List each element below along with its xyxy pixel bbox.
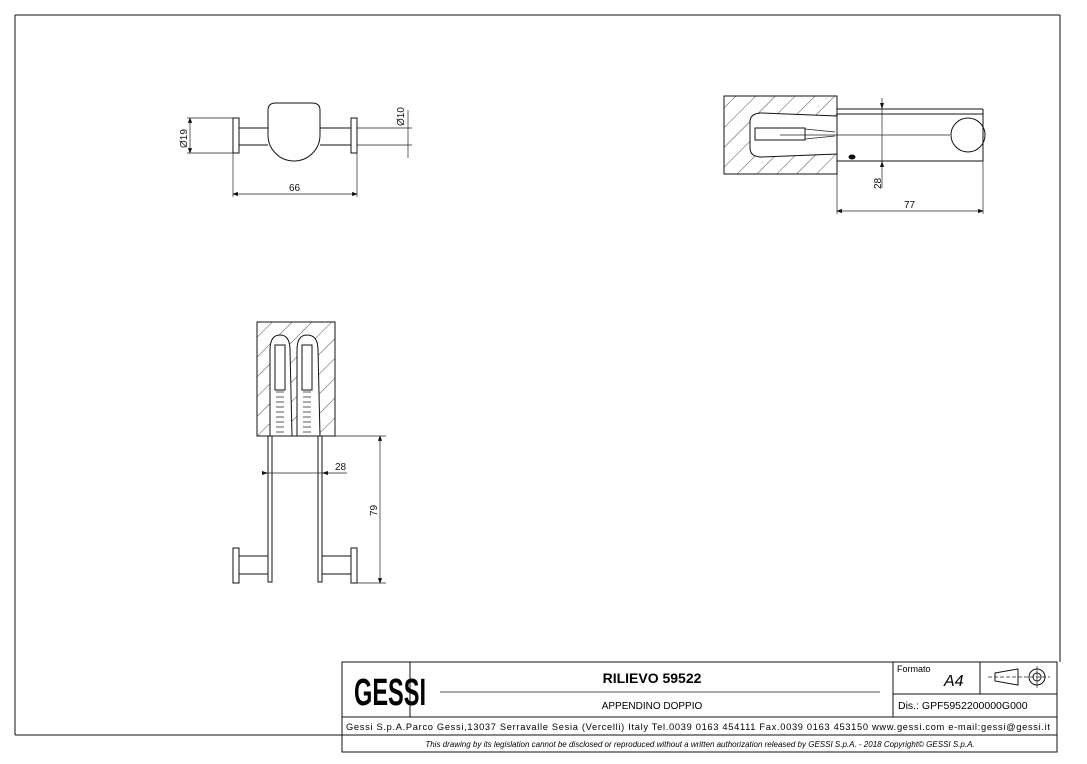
drawing-number: Dis.: GPF5952200000G000 (898, 700, 1028, 712)
projection-symbol-icon (988, 666, 1050, 688)
side-view: 28 77 (723, 95, 986, 214)
sheet-frame (14, 14, 1061, 736)
dim-width-66: 66 (289, 183, 301, 194)
gessi-logo: GESSI (354, 670, 426, 713)
dim-height-28: 28 (873, 177, 884, 189)
drawing-subtitle: APPENDINO DOPPIO (602, 701, 703, 712)
dim-diameter-10: Ø10 (396, 107, 407, 126)
dim-depth-79: 79 (369, 504, 380, 516)
legal-disclaimer: This drawing by its legislation cannot b… (425, 740, 974, 749)
hook-body (267, 102, 321, 162)
format-label: Formato (897, 664, 931, 674)
dim-depth-77: 77 (904, 200, 916, 211)
company-address: Gessi S.p.A.Parco Gessi,13037 Serravalle… (346, 722, 1050, 732)
front-view: Ø19 Ø10 66 (179, 102, 412, 197)
drawing-title: RILIEVO 59522 (603, 670, 702, 686)
dim-width-28: 28 (335, 462, 347, 473)
title-block: GESSI RILIEVO 59522 APPENDINO DOPPIO For… (341, 661, 1058, 753)
top-view: 79 28 (232, 321, 386, 584)
dim-diameter-19: Ø19 (179, 129, 190, 148)
format-value: A4 (943, 673, 964, 690)
